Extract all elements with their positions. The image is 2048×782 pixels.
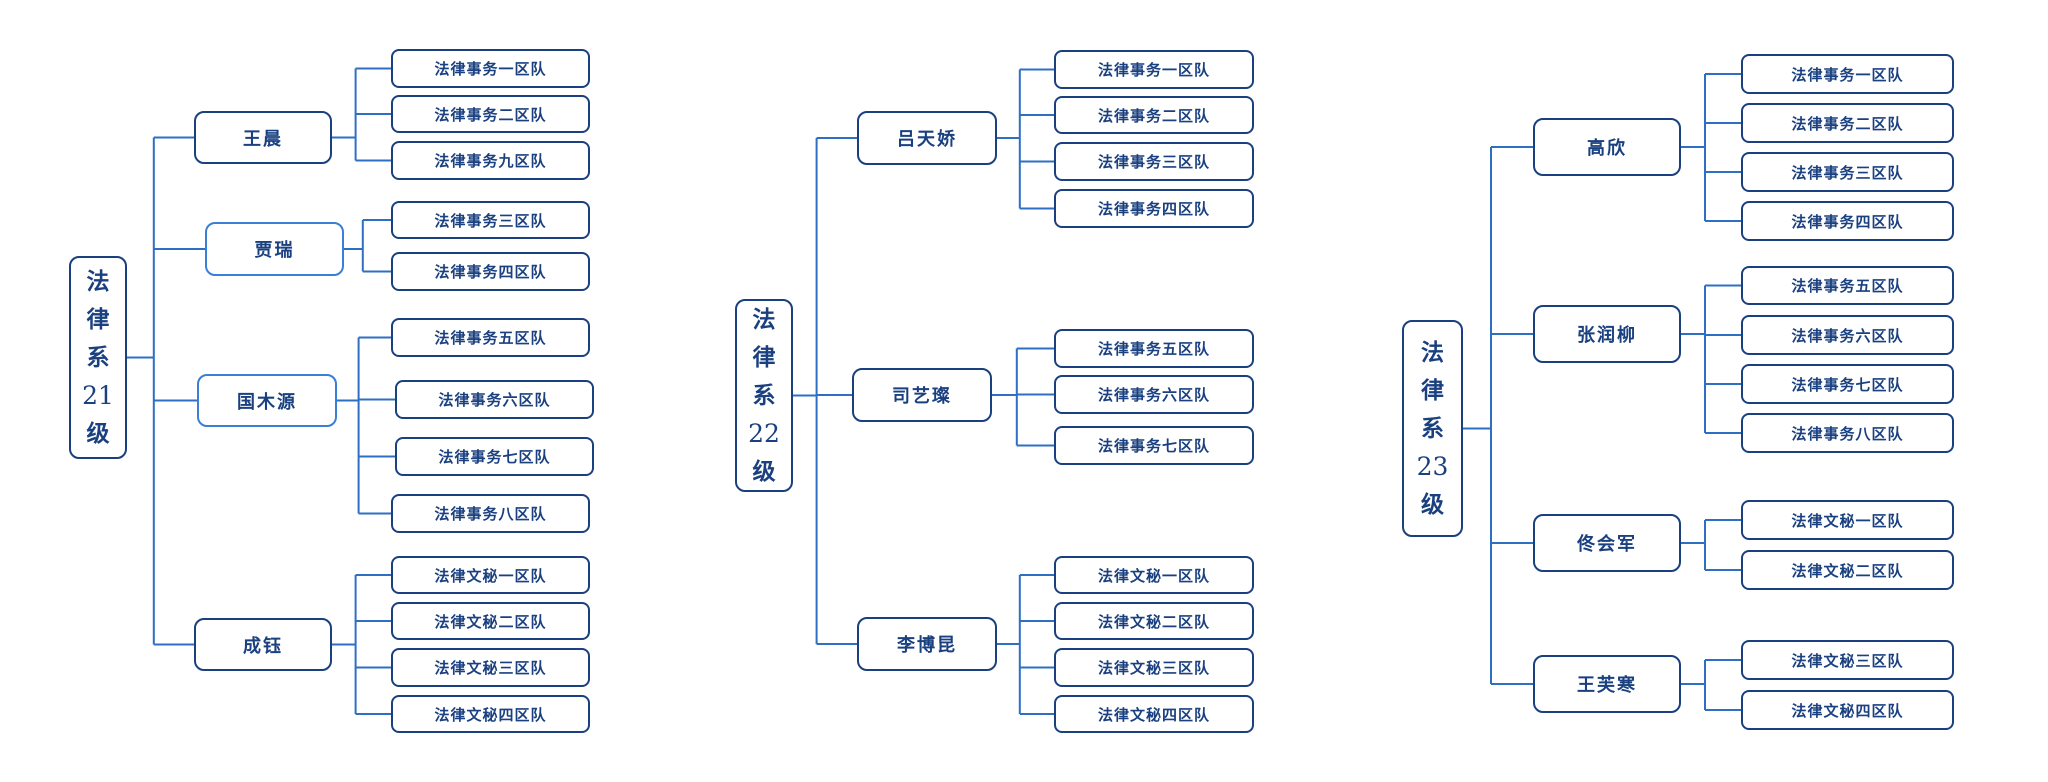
leaf-node: 法律文秘三区队 xyxy=(391,648,590,687)
root-char: 系 xyxy=(752,381,776,409)
root-node-21: 法 律 系 21 级 xyxy=(69,256,127,459)
leaf-node: 法律事务七区队 xyxy=(1054,426,1254,465)
branch-node: 成钰 xyxy=(194,618,332,671)
leaf-node: 法律事务六区队 xyxy=(1741,315,1954,355)
leaf-node: 法律事务三区队 xyxy=(1054,142,1254,181)
root-char: 律 xyxy=(86,305,110,333)
root-char: 级 xyxy=(1421,490,1444,518)
leaf-node: 法律文秘一区队 xyxy=(391,556,590,594)
root-char: 系 xyxy=(86,343,110,371)
branch-node: 王芙寒 xyxy=(1533,655,1681,713)
leaf-node: 法律文秘四区队 xyxy=(391,695,590,733)
branch-node: 贾瑞 xyxy=(205,222,344,276)
root-char: 法 xyxy=(752,305,776,333)
root-char: 律 xyxy=(1421,376,1444,404)
root-year: 23 xyxy=(1416,451,1449,481)
leaf-node: 法律事务六区队 xyxy=(395,380,594,419)
leaf-node: 法律文秘三区队 xyxy=(1741,640,1954,680)
leaf-node: 法律事务三区队 xyxy=(391,201,590,239)
leaf-node: 法律事务一区队 xyxy=(1741,54,1954,94)
root-node-22: 法 律 系 22 级 xyxy=(735,299,793,492)
branch-node: 国木源 xyxy=(197,374,337,427)
leaf-node: 法律文秘二区队 xyxy=(1741,550,1954,590)
leaf-node: 法律文秘一区队 xyxy=(1054,556,1254,594)
leaf-node: 法律事务一区队 xyxy=(391,49,590,88)
leaf-node: 法律事务三区队 xyxy=(1741,152,1954,192)
leaf-node: 法律事务九区队 xyxy=(391,141,590,180)
leaf-node: 法律文秘二区队 xyxy=(1054,602,1254,640)
leaf-node: 法律事务二区队 xyxy=(1741,103,1954,143)
leaf-node: 法律事务五区队 xyxy=(1054,329,1254,368)
leaf-node: 法律事务八区队 xyxy=(1741,413,1954,453)
root-char: 级 xyxy=(752,457,776,485)
branch-node: 李博昆 xyxy=(857,617,997,671)
leaf-node: 法律事务七区队 xyxy=(395,437,594,476)
root-char: 法 xyxy=(1421,338,1444,366)
leaf-node: 法律事务七区队 xyxy=(1741,364,1954,404)
leaf-node: 法律事务二区队 xyxy=(1054,96,1254,134)
root-year: 21 xyxy=(82,380,114,410)
leaf-node: 法律事务五区队 xyxy=(391,318,590,357)
root-char: 系 xyxy=(1421,414,1444,442)
root-char: 级 xyxy=(86,419,110,447)
leaf-node: 法律事务四区队 xyxy=(1054,189,1254,228)
root-char: 律 xyxy=(752,343,776,371)
leaf-node: 法律文秘二区队 xyxy=(391,602,590,640)
leaf-node: 法律事务二区队 xyxy=(391,95,590,133)
leaf-node: 法律事务一区队 xyxy=(1054,50,1254,89)
leaf-node: 法律事务五区队 xyxy=(1741,266,1954,305)
root-year: 22 xyxy=(748,418,780,448)
root-char: 法 xyxy=(86,267,110,295)
leaf-node: 法律文秘一区队 xyxy=(1741,500,1954,540)
leaf-node: 法律事务四区队 xyxy=(391,252,590,291)
branch-node: 王晨 xyxy=(194,111,332,164)
leaf-node: 法律文秘四区队 xyxy=(1054,695,1254,733)
branch-node: 佟会军 xyxy=(1533,514,1681,572)
branch-node: 吕天娇 xyxy=(857,111,997,165)
leaf-node: 法律事务四区队 xyxy=(1741,201,1954,241)
leaf-node: 法律事务八区队 xyxy=(391,494,590,533)
leaf-node: 法律文秘三区队 xyxy=(1054,648,1254,687)
root-node-23: 法 律 系 23 级 xyxy=(1402,320,1463,537)
leaf-node: 法律文秘四区队 xyxy=(1741,690,1954,730)
branch-node: 张润柳 xyxy=(1533,305,1681,363)
branch-node: 司艺璨 xyxy=(852,368,992,422)
branch-node: 高欣 xyxy=(1533,118,1681,176)
leaf-node: 法律事务六区队 xyxy=(1054,375,1254,414)
